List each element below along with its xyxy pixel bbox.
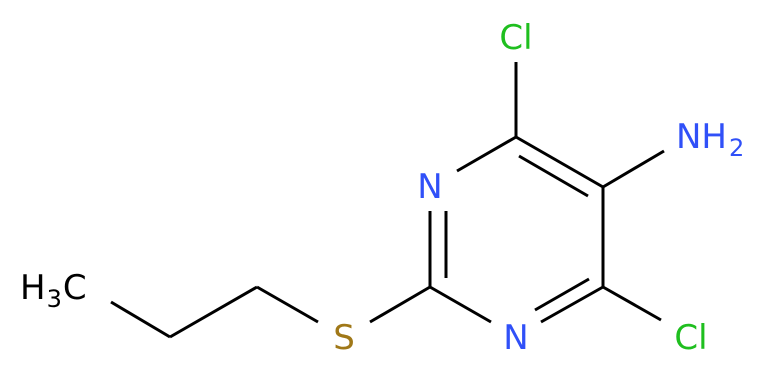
- bond-n3-c4: [456, 135, 517, 173]
- atom-label-n-lower: N: [503, 318, 528, 358]
- bond-ch2-ch2: [169, 285, 258, 339]
- atom-label-nh2: NH2: [676, 117, 744, 162]
- atom-label-ch3: H3C: [20, 268, 87, 313]
- atom-label-nh2-subscript: 2: [729, 134, 744, 162]
- bond-c4-c5-inner: [518, 154, 589, 198]
- atom-label-ch3-subscript: 3: [47, 285, 62, 313]
- atom-label-cl-top: Cl: [499, 18, 532, 58]
- bond-c6-cl: [602, 285, 662, 322]
- atom-label-s: S: [333, 318, 355, 358]
- atom-label-n-upper: N: [417, 167, 442, 207]
- bond-s-ch2: [256, 285, 319, 324]
- atom-label-ch3-c: C: [63, 268, 87, 308]
- atom-label-ch3-h: H: [20, 268, 46, 308]
- bond-c6-n1: [540, 285, 604, 324]
- bond-c4-c5: [515, 135, 604, 189]
- bond-n1-c2: [429, 285, 492, 324]
- bond-c2-s: [369, 285, 431, 324]
- atom-label-nh2-main: NH: [676, 117, 727, 157]
- bond-c6-n1-inner: [534, 277, 590, 312]
- bond-c5-nh2: [602, 149, 665, 189]
- atom-label-cl-bottom: Cl: [674, 318, 707, 358]
- bond-ch2-ch3: [110, 300, 171, 339]
